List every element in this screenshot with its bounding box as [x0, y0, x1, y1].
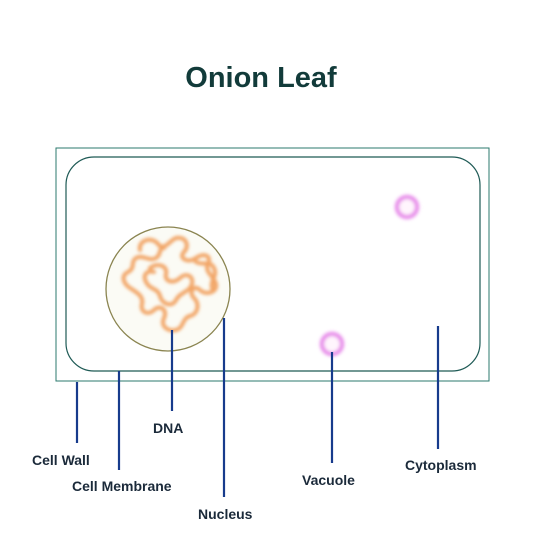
cell-membrane-label: Cell Membrane — [72, 478, 172, 494]
dna-strand — [121, 235, 219, 333]
diagram-title: Onion Leaf — [185, 62, 337, 94]
nucleus-label: Nucleus — [198, 506, 253, 522]
cell-membrane — [65, 156, 481, 372]
dna-label: DNA — [153, 420, 184, 436]
vacuole-lower — [320, 332, 344, 356]
cell-wall-label: Cell Wall — [32, 452, 90, 468]
vacuole-label: Vacuole — [302, 472, 355, 488]
cell-wall — [55, 147, 490, 382]
cytoplasm-label: Cytoplasm — [405, 457, 477, 473]
vacuole-upper — [395, 195, 419, 219]
